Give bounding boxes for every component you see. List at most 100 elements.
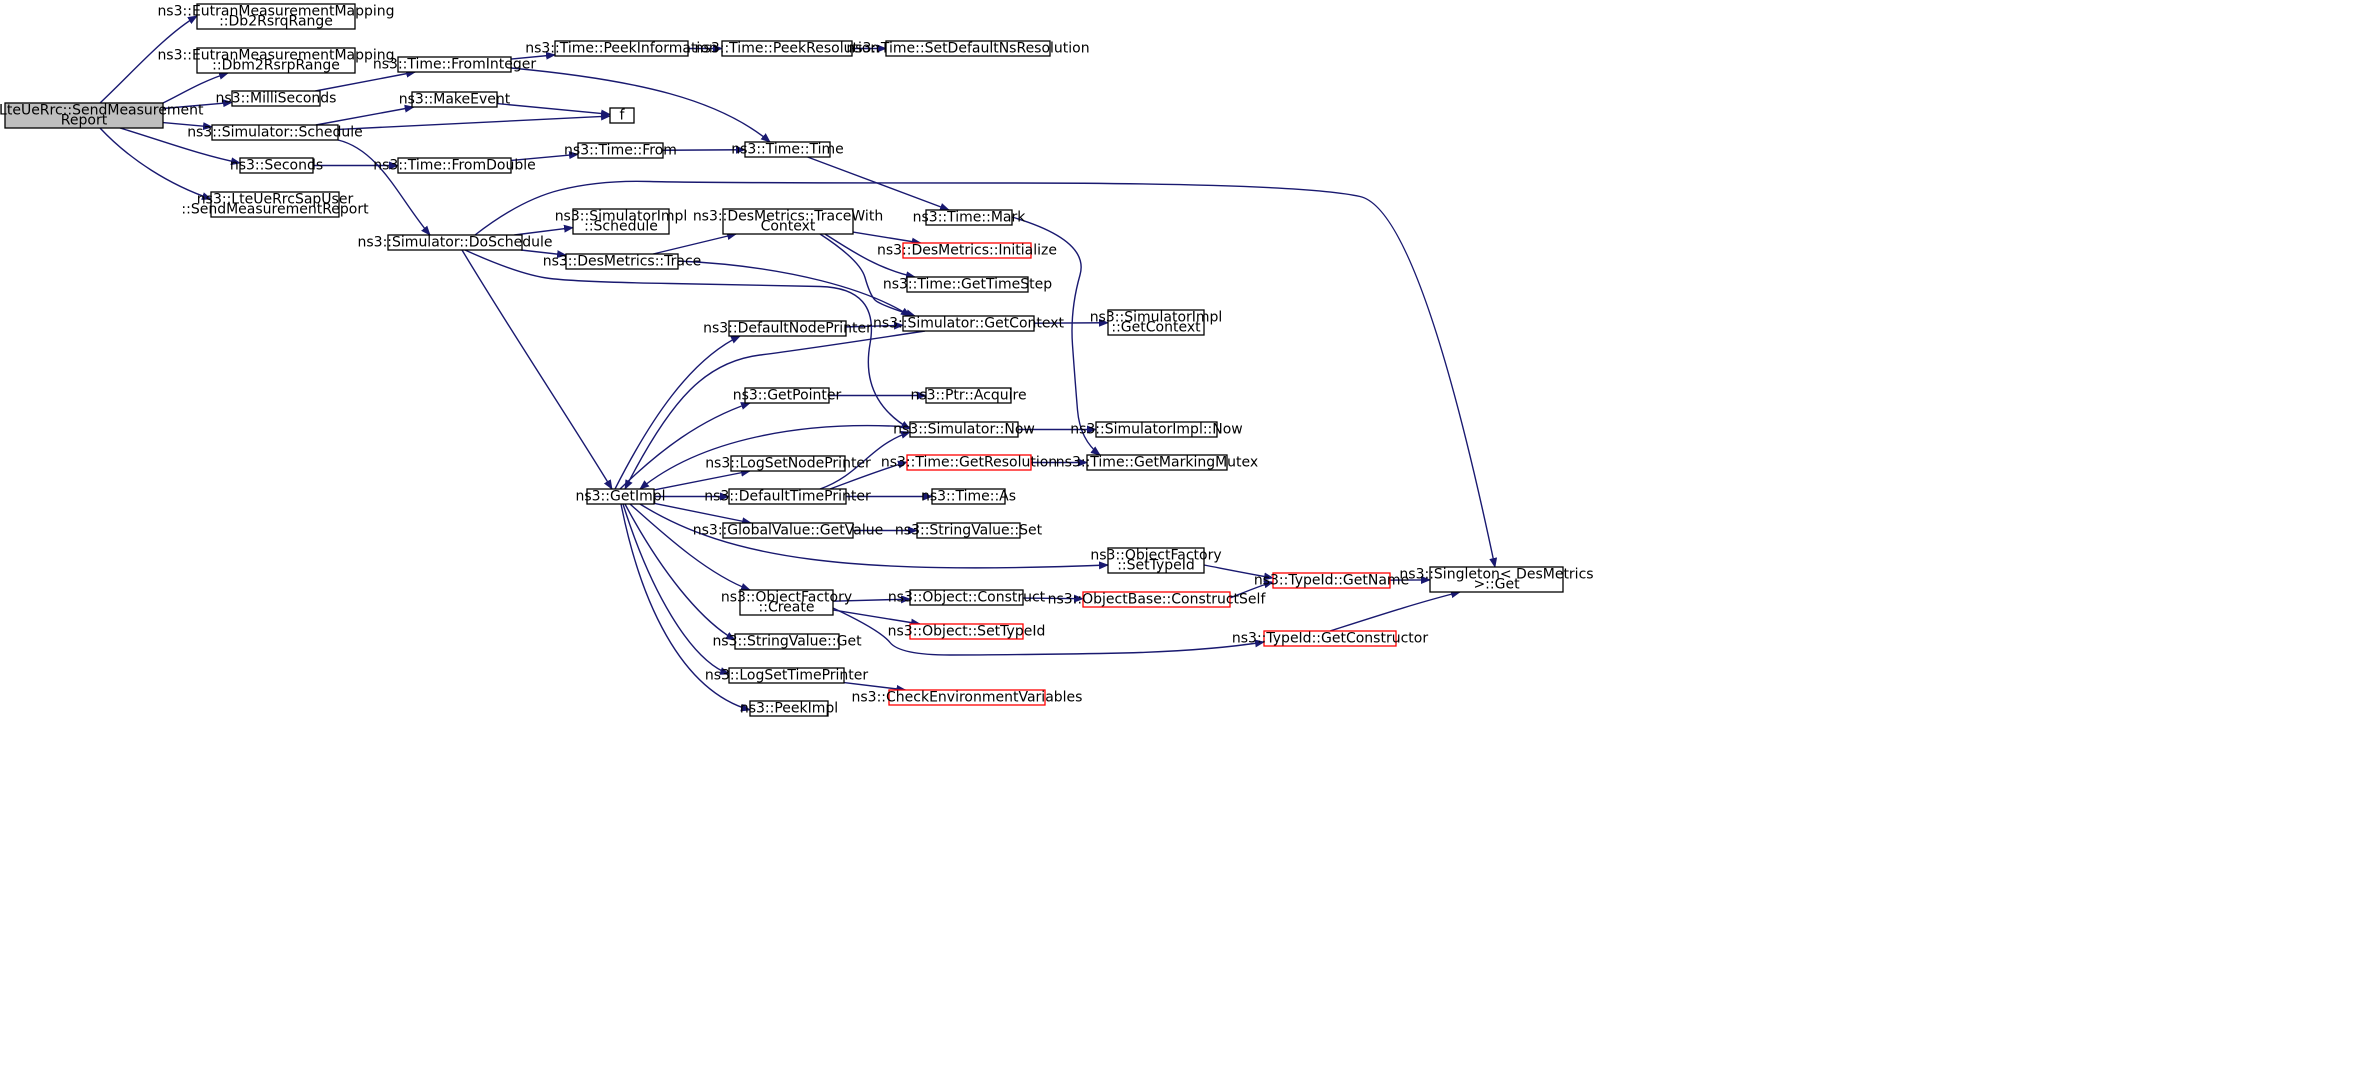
node-gettimestep[interactable]: ns3::Time::GetTimeStep [883, 276, 1052, 293]
node-millis[interactable]: ns3::MilliSeconds [216, 90, 337, 107]
node-ofcreate[interactable]: ns3::ObjectFactory::Create [721, 589, 852, 616]
node-box [925, 387, 1012, 404]
node-box [902, 315, 1035, 332]
node-label: ns3::CheckEnvironmentVariables [852, 690, 1083, 706]
edge-doschedule-to-getimpl [461, 249, 613, 490]
node-logsettime[interactable]: ns3::LogSetTimePrinter [705, 667, 869, 684]
node-setdefault[interactable]: ns3::Time::SetDefaultNsResolution [846, 40, 1090, 57]
edge-getconstructor-to-singleton [1329, 590, 1461, 632]
node-box [734, 633, 840, 650]
node-getconstructor[interactable]: ns3::TypeId::GetConstructor [1232, 630, 1428, 647]
node-simimplnow[interactable]: ns3::SimulatorImpl::Now [1070, 421, 1243, 438]
node-typeidgetname[interactable]: ns3::TypeId::GetName [1254, 572, 1409, 589]
node-box [231, 90, 321, 107]
node-label: ns3::Time::From [564, 143, 677, 159]
node-constructself[interactable]: ns3::ObjectBase::ConstructSelf [1048, 591, 1267, 608]
node-label: ns3::Simulator::Schedule [187, 125, 363, 141]
edge-ofcreate-to-getconstructor [832, 607, 1265, 656]
node-label: ns3::SimulatorImpl [555, 209, 688, 225]
node-dbm2rsrp[interactable]: ns3::EutranMeasurementMapping::Dbm2RsrpR… [157, 47, 395, 74]
node-peekinfo[interactable]: ns3::Time::PeekInformation [525, 40, 718, 57]
node-label: ns3::GetPointer [733, 388, 842, 404]
node-simimplctx[interactable]: ns3::SimulatorImpl::GetContext [1090, 309, 1223, 336]
node-sapuser[interactable]: ns3::LteUeRrcSapUser::SendMeasurementRep… [181, 191, 369, 218]
edge-getimpl-to-logsettime [622, 503, 730, 675]
edge-logsettime-to-checkenv [843, 681, 907, 693]
edge-doschedule-to-singleton [474, 180, 1498, 568]
node-getmarking[interactable]: ns3::Time::GetMarkingMutex [1056, 454, 1258, 471]
node-peekimpl[interactable]: ns3::PeekImpl [740, 700, 838, 717]
edge-ofcreate-to-objsettypeid [832, 609, 921, 627]
node-ptracquire[interactable]: ns3::Ptr::Acquire [910, 387, 1027, 404]
edge-getimpl-to-ofsettypeid [639, 503, 1109, 570]
node-timefrom[interactable]: ns3::Time::From [564, 142, 677, 159]
node-strvalset[interactable]: ns3::StringValue::Set [895, 522, 1043, 539]
node-box [722, 522, 854, 539]
node-simnow[interactable]: ns3::Simulator::Now [893, 421, 1035, 438]
node-deftimeprinter[interactable]: ns3::DefaultTimePrinter [704, 488, 871, 505]
node-box [4, 102, 164, 129]
edge-fromint-to-peekinfo [510, 51, 556, 60]
node-globalget[interactable]: ns3::GlobalValue::GetValue [693, 522, 883, 539]
node-f[interactable]: f [609, 107, 635, 124]
node-label: ns3::LogSetNodePrinter [705, 456, 871, 472]
node-singleton[interactable]: ns3::Singleton< DesMetrics >::Get [1399, 566, 1594, 593]
node-simimplsched[interactable]: ns3::SimulatorImpl::Schedule [555, 208, 688, 235]
node-checkenv[interactable]: ns3::CheckEnvironmentVariables [852, 689, 1083, 706]
node-box [1107, 309, 1205, 336]
edge-getcontext-to-getimpl [624, 330, 926, 490]
node-box [1429, 566, 1564, 593]
node-schedule[interactable]: ns3::Simulator::Schedule [187, 124, 363, 141]
node-box [722, 208, 854, 235]
node-getpointer[interactable]: ns3::GetPointer [733, 387, 842, 404]
node-box [730, 455, 846, 472]
node-peekres[interactable]: ns3::Time::PeekResolution [695, 40, 880, 57]
node-getcontext[interactable]: ns3::Simulator::GetContext [873, 315, 1065, 332]
node-makeevent[interactable]: ns3::MakeEvent [399, 91, 511, 108]
node-ofsettypeid[interactable]: ns3::ObjectFactory::SetTypeId [1090, 547, 1222, 574]
node-timeas[interactable]: ns3::Time::As [921, 488, 1016, 505]
node-doschedule[interactable]: ns3::Simulator::DoSchedule [358, 234, 553, 251]
node-destrace[interactable]: ns3::DesMetrics::Trace [543, 253, 702, 270]
node-box [888, 689, 1046, 706]
node-box [1086, 454, 1228, 471]
node-objconstruct[interactable]: ns3::Object::Construct [888, 589, 1046, 606]
node-fromdouble[interactable]: ns3::Time::FromDouble [373, 157, 536, 174]
node-box [239, 157, 314, 174]
node-defnodeprinter[interactable]: ns3::DefaultNodePrinter [703, 320, 872, 337]
node-label: ns3::DesMetrics::TraceWith [693, 209, 883, 225]
edge-millis-to-fromint [315, 69, 417, 92]
node-box [565, 253, 679, 270]
node-label: ns3::Time::GetMarkingMutex [1056, 455, 1258, 471]
edge-objconstruct-to-constructself [1022, 594, 1084, 603]
node-root[interactable]: ns3::LteUeRrc::SendMeasurementReport [0, 102, 204, 129]
node-objsettypeid[interactable]: ns3::Object::SetTypeId [888, 623, 1046, 640]
edge-deftimeprinter-to-simnow [819, 430, 911, 490]
node-label: ns3::GetImpl [575, 489, 665, 505]
node-fromint[interactable]: ns3::Time::FromInteger [373, 56, 536, 73]
edge-getimpl-to-ofcreate [629, 503, 751, 591]
edge-doschedule-to-simnow [464, 249, 911, 430]
node-box [554, 40, 689, 57]
node-getimpl[interactable]: ns3::GetImpl [575, 488, 666, 505]
node-getres[interactable]: ns3::Time::GetResolution [881, 454, 1057, 471]
node-label: ns3::Time::PeekResolution [695, 41, 880, 57]
node-db2rsrq[interactable]: ns3::EutranMeasurementMapping::Db2RsrqRa… [157, 3, 395, 30]
node-seconds[interactable]: ns3::Seconds [230, 157, 323, 174]
node-box [397, 157, 512, 174]
node-label: f [620, 108, 626, 124]
node-box [909, 623, 1024, 640]
node-box [572, 208, 670, 235]
edge-getimpl-to-peekimpl [620, 503, 751, 712]
edge-root-to-schedule [162, 121, 213, 131]
edge-getimpl-to-defnodeprinter [614, 335, 741, 490]
node-timemark[interactable]: ns3::Time::Mark [913, 209, 1027, 226]
edge-tracewith-to-gettimestep [824, 233, 916, 280]
node-desinit[interactable]: ns3::DesMetrics::Initialize [877, 242, 1057, 259]
node-strvalget[interactable]: ns3::StringValue::Get [712, 633, 862, 650]
node-logsetnode[interactable]: ns3::LogSetNodePrinter [705, 455, 871, 472]
edge-ofcreate-to-objconstruct [832, 595, 911, 604]
node-timetime[interactable]: ns3::Time::Time [731, 141, 844, 158]
